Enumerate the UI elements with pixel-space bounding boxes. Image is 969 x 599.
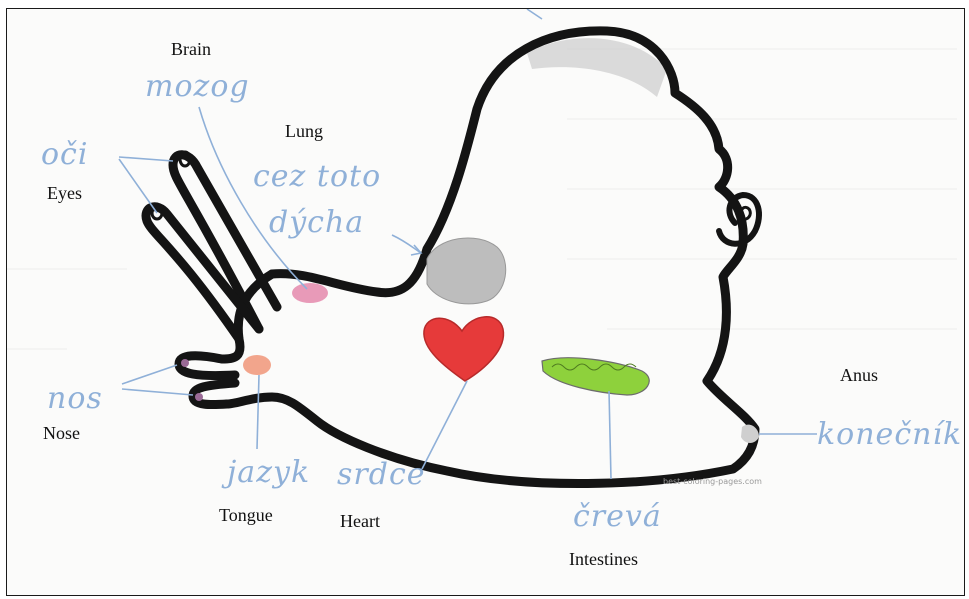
nose-tip-upper [181, 359, 189, 367]
label-tongue: Tongue [219, 505, 273, 526]
label-nose: Nose [43, 423, 80, 444]
heart-shape [424, 317, 504, 381]
brain-shape [292, 283, 328, 303]
nose-tip-lower [195, 393, 203, 401]
label-intestines: Intestines [569, 549, 638, 570]
label-eyes: Eyes [47, 183, 82, 204]
diagram-frame: Brain Lung Eyes Nose Tongue Heart Intest… [6, 8, 965, 596]
label-anus: Anus [840, 365, 878, 386]
lung-shape [427, 238, 506, 304]
intestines-shape [542, 358, 649, 395]
handwritten-nos: nos [47, 381, 103, 416]
handwritten-creva: črevá [573, 499, 662, 534]
handwritten-konecnik: konečník [817, 417, 962, 452]
handwritten-dycha: dýcha [269, 205, 364, 240]
handwritten-jazyk: jazyk [227, 455, 310, 490]
handwritten-oci: oči [41, 137, 88, 172]
handwritten-mozog: mozog [145, 69, 250, 104]
watermark-text: best-coloring-pages.com [663, 477, 762, 486]
tongue-shape [243, 355, 271, 375]
label-brain: Brain [171, 39, 211, 60]
handwritten-cez-toto: cez toto [253, 159, 381, 194]
label-heart: Heart [340, 511, 380, 532]
handwritten-srdce: srdce [337, 457, 426, 492]
label-lung: Lung [285, 121, 323, 142]
